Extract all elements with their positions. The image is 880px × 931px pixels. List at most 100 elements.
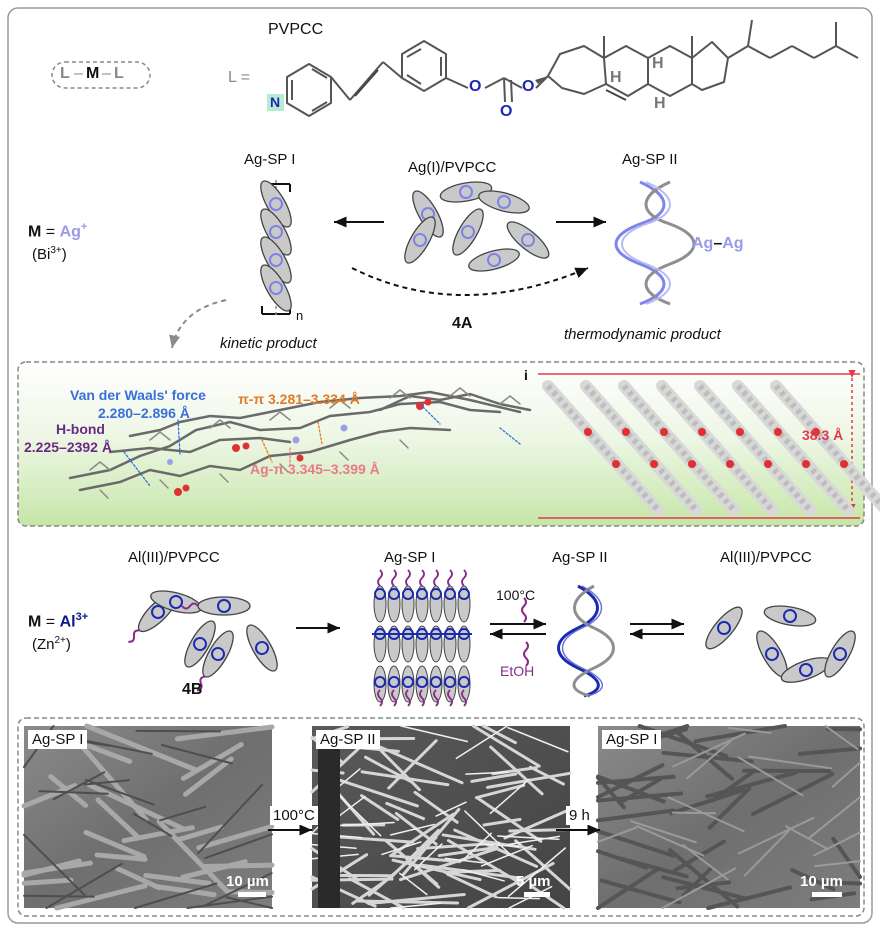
sem-fiber (831, 761, 861, 788)
sem-fiber (814, 860, 861, 868)
packed-molecule-detail (773, 384, 880, 508)
ag-sp2-helix (614, 180, 696, 306)
sem-fiber (508, 885, 553, 909)
sem-fiber (785, 825, 830, 851)
sem-fiber (121, 825, 195, 844)
sem-fiber (596, 808, 676, 823)
sem-fiber (824, 725, 859, 751)
sem-fiber (672, 732, 746, 768)
sem-fiber (132, 812, 173, 837)
ligand-name: PVPCC (268, 21, 324, 38)
scheme-a-right-title: Ag-SP II (622, 151, 678, 168)
sem-panel-frame (17, 717, 865, 917)
sem-fiber (94, 852, 148, 862)
sem-fiber (186, 895, 273, 909)
sem-fiber (461, 832, 493, 862)
sem-fiber (84, 723, 198, 772)
ligand-ellipse (452, 208, 484, 256)
scheme-a-code: 4A (452, 315, 473, 332)
sem-fiber (497, 896, 541, 900)
sem-fiber (364, 755, 413, 784)
scalebar-2 (524, 892, 550, 897)
sem-fiber (156, 819, 230, 895)
sem-dark-band (318, 740, 340, 908)
lml-dash1: – (74, 65, 83, 82)
sem-fiber (202, 862, 275, 869)
sem-fiber (471, 724, 541, 768)
scalebar-3-label: 10 µm (800, 873, 843, 890)
sem-fiber (435, 801, 467, 817)
height-label: 38.3 Å (802, 427, 844, 443)
ligand-ellipse (404, 216, 436, 264)
sem-fiber (470, 772, 518, 783)
oxygen-atom (736, 428, 744, 436)
sem-fiber (133, 882, 218, 909)
sem-fiber (737, 816, 815, 855)
atom-O3: O (500, 103, 513, 120)
sem-fiber (399, 872, 428, 896)
sem-fiber (706, 885, 793, 910)
sheet-wavy (447, 689, 453, 707)
atom-H1: H (610, 69, 622, 86)
sem-fiber (399, 847, 499, 882)
sheet-ellipse (373, 665, 387, 703)
oxygen-atom (622, 428, 630, 436)
equilibrium-arrows-2 (630, 618, 684, 640)
sem-fiber (693, 724, 787, 744)
panel-i: i (524, 367, 528, 383)
sem-fiber (465, 771, 509, 775)
sem-fiber (21, 858, 82, 878)
sheet-ellipse (443, 665, 457, 703)
ellipses-scheme-a (260, 180, 550, 312)
sem-fiber (390, 823, 435, 836)
solvent-label: EtOH (500, 663, 535, 679)
ligand-ellipse (478, 190, 530, 214)
sem-fiber (413, 843, 443, 871)
sheet-wavy (461, 569, 467, 587)
oxygen-atom (650, 460, 658, 468)
sheet-ring (458, 588, 470, 600)
sheet-ellipse (415, 665, 429, 703)
alt-metal-a: (Bi3+) (32, 245, 67, 263)
sem-fiber (596, 791, 684, 803)
packed-molecule-detail (697, 384, 813, 512)
sem-fiber (750, 772, 835, 817)
sem-fiber (143, 872, 212, 886)
sem-fiber (507, 847, 567, 898)
sem-fiber (174, 824, 225, 843)
sheet-ring (388, 676, 400, 688)
sheet-ring (402, 676, 414, 688)
sem-fiber (437, 845, 499, 858)
sheet-wavy (377, 689, 383, 707)
sheet-wavy (447, 569, 453, 587)
temp-label: 100°C (496, 587, 536, 603)
oxygen-atom (660, 428, 668, 436)
scalebar-2-label: 5 µm (516, 873, 551, 890)
sheet-ellipse (401, 665, 415, 703)
agpi-label: Ag-π 3.345–3.399 Å (250, 461, 380, 477)
vdw-label: Van der Waals' force (70, 387, 206, 403)
sheet-ellipse (457, 665, 471, 703)
sem-arrow-2-label: 9 h (566, 806, 593, 825)
hbond-label: H-bond (56, 421, 105, 437)
sem-fiber (83, 829, 147, 860)
sem-fiber (682, 844, 729, 881)
sheet-ring (416, 676, 428, 688)
sem-fiber (464, 810, 511, 856)
sheet-ellipse (429, 665, 443, 703)
sheet-ellipse (387, 665, 401, 703)
sem-fiber (635, 825, 705, 857)
sem-fiber (617, 776, 663, 805)
sem-fiber (797, 746, 862, 756)
l-equals: L = (228, 69, 251, 86)
sem-fiber (21, 877, 74, 886)
sem-fiber (379, 749, 421, 792)
sem-fiber (368, 741, 464, 785)
equilibrium-arrows-1 (490, 618, 546, 640)
sem-fiber (596, 829, 676, 858)
sem-fiber (710, 770, 754, 803)
sem-fiber (159, 805, 207, 822)
scheme-a-center-title: Ag(I)/PVPCC (408, 159, 497, 176)
sem-fiber (453, 828, 539, 868)
